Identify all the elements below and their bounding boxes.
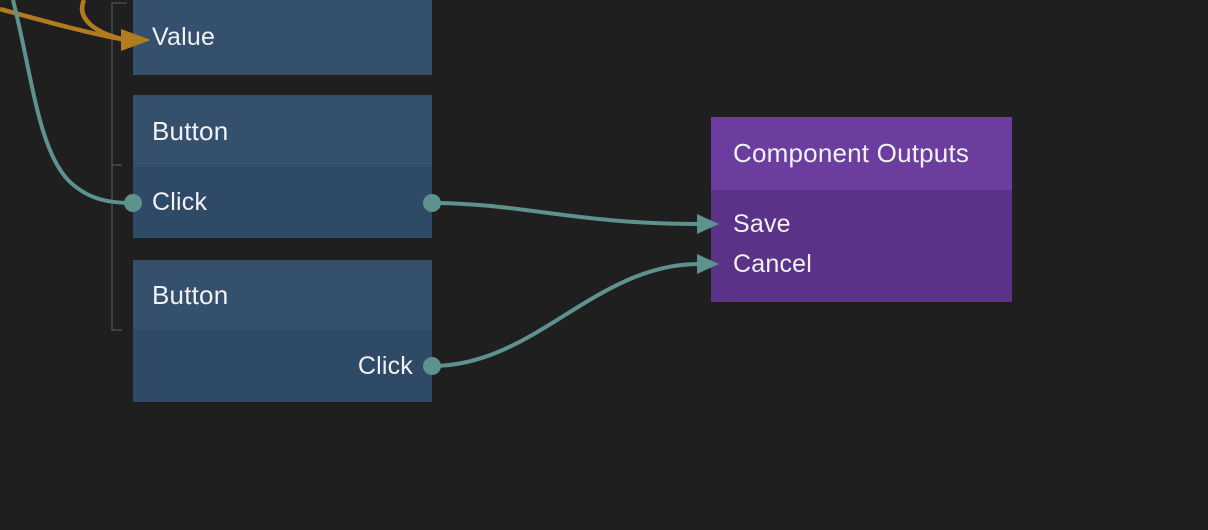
node-title: Button [152, 279, 229, 310]
port-row-save[interactable]: Save [711, 204, 1012, 244]
guide-bracket [111, 2, 127, 331]
node-button-2[interactable]: Button Click [133, 260, 432, 402]
port-row-click-2[interactable]: Click [133, 330, 432, 402]
port-label-cancel: Cancel [733, 249, 813, 278]
node-title: Button [152, 115, 229, 146]
wire-click1-to-save[interactable] [431, 201, 700, 226]
node-button-2-header[interactable]: Button [133, 260, 432, 330]
node-title: Component Outputs [733, 138, 970, 168]
wire-orange-top-to-value[interactable] [80, 0, 127, 43]
wire-click2-to-cancel[interactable] [431, 262, 700, 368]
node-button-1-header[interactable]: Button [133, 95, 432, 167]
node-component-outputs-header[interactable]: Component Outputs [711, 117, 1012, 190]
port-row-cancel[interactable]: Cancel [711, 244, 1012, 284]
node-value-partial[interactable]: Value [133, 0, 432, 75]
port-label-click: Click [152, 188, 208, 216]
port-row-value[interactable]: Value [133, 0, 432, 75]
port-label-value: Value [152, 23, 216, 51]
port-label-save: Save [733, 209, 791, 238]
port-row-click-1[interactable]: Click [133, 167, 432, 238]
port-label-click: Click [357, 351, 413, 380]
wire-orange-left-to-value[interactable] [0, 6, 127, 43]
node-button-1[interactable]: Button Click [133, 95, 432, 238]
wire-teal-to-click-input[interactable] [11, 0, 133, 205]
node-component-outputs[interactable]: Component Outputs Save Cancel [711, 117, 1012, 302]
